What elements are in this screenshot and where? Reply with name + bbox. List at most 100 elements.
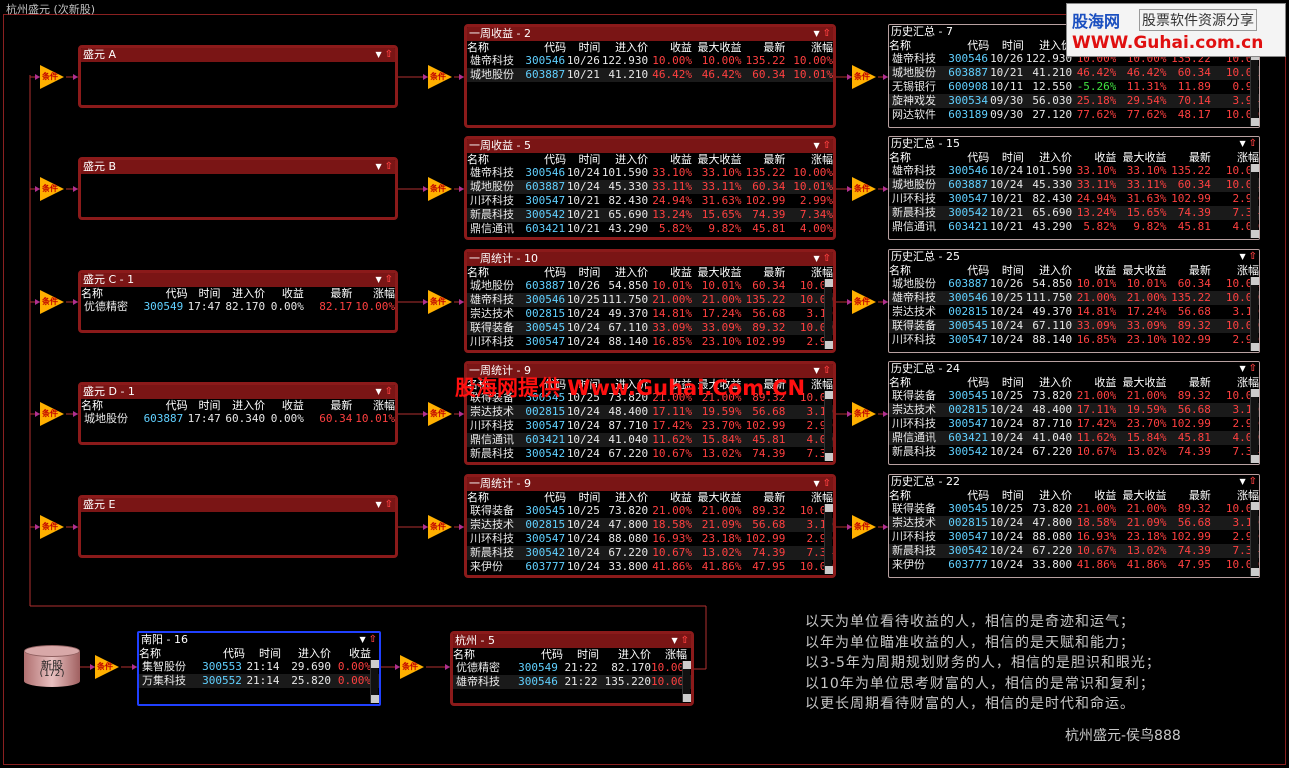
scroll-up-arrow[interactable] xyxy=(1251,277,1259,285)
scroll-up-arrow[interactable] xyxy=(825,279,833,287)
scrollbar[interactable] xyxy=(824,279,833,349)
pin-up-icon[interactable]: ⇧ xyxy=(822,140,831,151)
strategy-panel[interactable]: 盛元 B▼⇧ xyxy=(78,157,398,220)
dropdown-icon[interactable]: ▼ xyxy=(1239,252,1246,261)
pin-up-icon[interactable]: ⇧ xyxy=(680,635,689,646)
scrollbar[interactable] xyxy=(1250,502,1259,576)
scroll-down-arrow[interactable] xyxy=(1251,343,1259,351)
pin-up-icon[interactable]: ⇧ xyxy=(384,161,393,172)
dropdown-icon[interactable]: ▼ xyxy=(813,141,820,150)
scroll-down-arrow[interactable] xyxy=(371,695,379,703)
scroll-down-arrow[interactable] xyxy=(825,341,833,349)
pin-up-icon[interactable]: ⇧ xyxy=(384,386,393,397)
scrollbar[interactable] xyxy=(824,504,833,574)
scrollbar[interactable] xyxy=(1250,389,1259,463)
condition-node[interactable]: 条件 xyxy=(40,177,66,201)
dropdown-icon[interactable]: ▼ xyxy=(375,50,382,59)
scroll-down-arrow[interactable] xyxy=(1251,568,1259,576)
condition-node[interactable]: 条件 xyxy=(852,290,878,314)
condition-node[interactable]: 条件 xyxy=(40,402,66,426)
scroll-up-arrow[interactable] xyxy=(683,661,691,669)
scrollbar[interactable] xyxy=(1250,277,1259,351)
condition-node[interactable]: 条件 xyxy=(400,655,426,679)
dropdown-icon[interactable]: ▼ xyxy=(813,366,820,375)
condition-node[interactable]: 条件 xyxy=(852,515,878,539)
condition-node[interactable]: 条件 xyxy=(428,65,454,89)
pin-up-icon[interactable]: ⇧ xyxy=(384,274,393,285)
condition-node[interactable]: 条件 xyxy=(40,515,66,539)
pin-up-icon[interactable]: ⇧ xyxy=(822,478,831,489)
condition-node[interactable]: 条件 xyxy=(428,402,454,426)
dropdown-icon[interactable]: ▼ xyxy=(671,636,678,645)
condition-node[interactable]: 条件 xyxy=(852,177,878,201)
dropdown-icon[interactable]: ▼ xyxy=(1239,477,1246,486)
condition-node[interactable]: 条件 xyxy=(852,65,878,89)
pin-up-icon[interactable]: ⇧ xyxy=(822,28,831,39)
pin-up-icon[interactable]: ⇧ xyxy=(822,365,831,376)
scrollbar[interactable] xyxy=(1250,164,1259,238)
dropdown-icon[interactable]: ▼ xyxy=(375,275,382,284)
pin-up-icon[interactable]: ⇧ xyxy=(368,634,377,645)
condition-node[interactable]: 条件 xyxy=(40,290,66,314)
pin-up-icon[interactable]: ⇧ xyxy=(822,253,831,264)
scroll-down-arrow[interactable] xyxy=(1251,118,1259,126)
pin-up-icon[interactable]: ⇧ xyxy=(384,499,393,510)
scrollbar[interactable] xyxy=(824,391,833,461)
scroll-up-arrow[interactable] xyxy=(825,504,833,512)
dropdown-icon[interactable]: ▼ xyxy=(375,387,382,396)
scroll-up-arrow[interactable] xyxy=(1251,164,1259,172)
condition-node[interactable]: 条件 xyxy=(852,402,878,426)
scroll-down-arrow[interactable] xyxy=(1251,455,1259,463)
scrollbar[interactable] xyxy=(682,661,691,702)
